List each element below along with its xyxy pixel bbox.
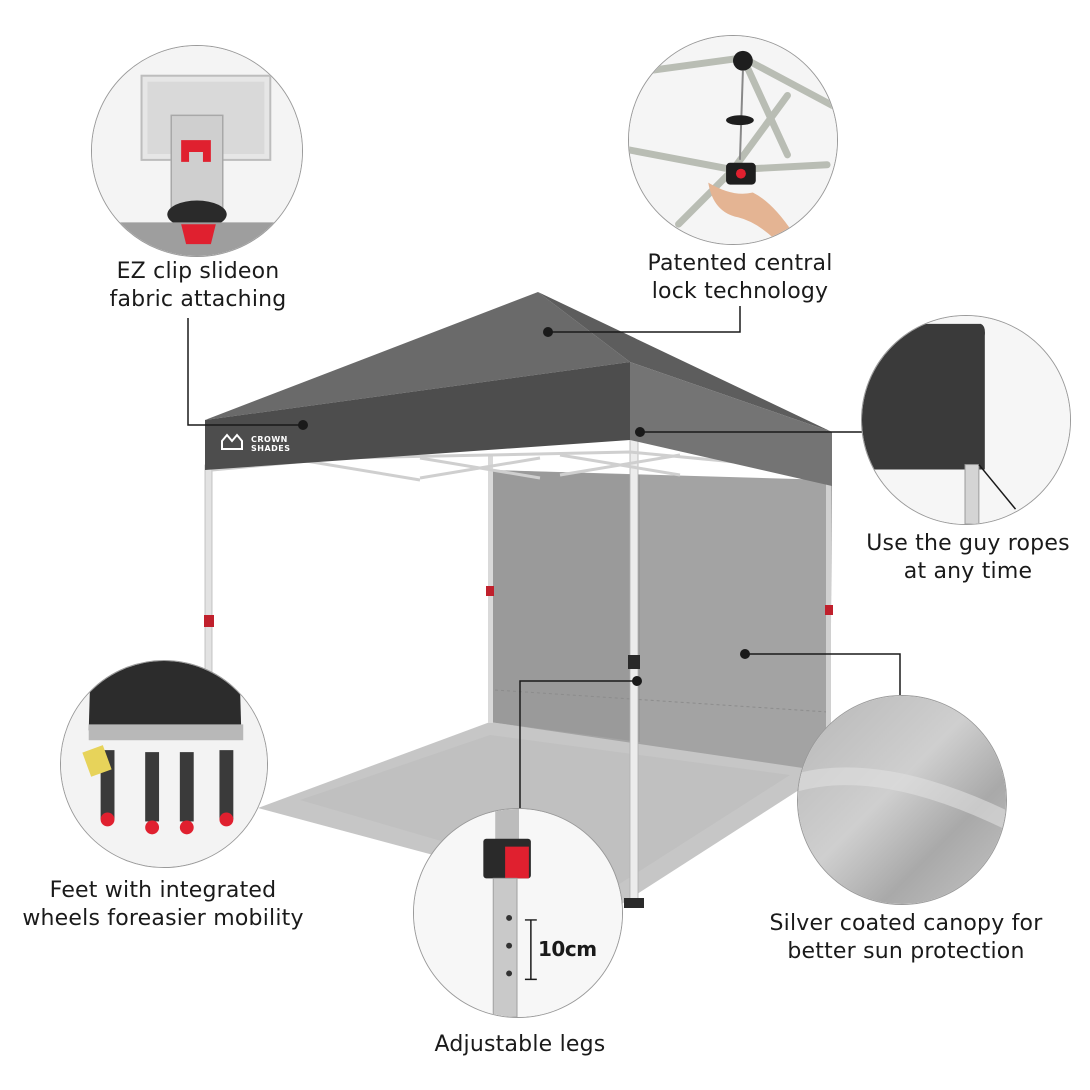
leader-dots bbox=[298, 327, 750, 686]
leg-spacing-label: 10cm bbox=[538, 937, 597, 961]
label-lock-line2: lock technology bbox=[651, 279, 829, 304]
callout-feet-detail bbox=[60, 660, 268, 868]
label-clip: EZ clip slideon fabric attaching bbox=[78, 258, 318, 314]
leg-front-right bbox=[629, 434, 639, 906]
leg-back-right bbox=[826, 480, 831, 770]
label-canopy-line2: better sun protection bbox=[787, 939, 1025, 964]
label-canopy: Silver coated canopy for better sun prot… bbox=[748, 910, 1064, 966]
canopy-valance-side bbox=[630, 362, 832, 486]
callout-ropes-detail bbox=[861, 315, 1071, 525]
canopy-valance-front bbox=[205, 362, 630, 470]
label-ropes-line1: Use the guy ropes bbox=[866, 531, 1070, 556]
label-canopy-line1: Silver coated canopy for bbox=[769, 911, 1043, 936]
label-clip-line2: fabric attaching bbox=[109, 287, 287, 312]
label-lock: Patented central lock technology bbox=[620, 250, 860, 306]
brand-line1: CROWN bbox=[251, 435, 288, 444]
callout-lock-detail bbox=[628, 35, 838, 245]
label-clip-line1: EZ clip slideon bbox=[116, 259, 280, 284]
label-feet-line2: wheels foreasier mobility bbox=[22, 906, 304, 931]
label-ropes-line2: at any time bbox=[903, 559, 1033, 584]
label-ropes: Use the guy ropes at any time bbox=[850, 530, 1086, 586]
side-wall-shade bbox=[490, 470, 640, 742]
brand-logo: CROWN SHADES bbox=[221, 433, 291, 453]
canopy-roof-right bbox=[538, 292, 832, 432]
leg-front-left bbox=[204, 464, 213, 676]
label-feet: Feet with integrated wheels foreasier mo… bbox=[8, 877, 318, 933]
callout-clip-detail bbox=[91, 45, 303, 257]
label-feet-line1: Feet with integrated bbox=[49, 878, 277, 903]
label-legs: Adjustable legs bbox=[400, 1031, 640, 1059]
label-lock-line1: Patented central bbox=[647, 251, 833, 276]
callout-canopy-detail bbox=[797, 695, 1007, 905]
label-legs-line1: Adjustable legs bbox=[434, 1032, 606, 1057]
brand-line2: SHADES bbox=[251, 444, 291, 453]
canopy-roof-left bbox=[205, 292, 630, 420]
leader-lines bbox=[187, 306, 901, 808]
callout-legs-detail: 10cm bbox=[413, 808, 623, 1018]
